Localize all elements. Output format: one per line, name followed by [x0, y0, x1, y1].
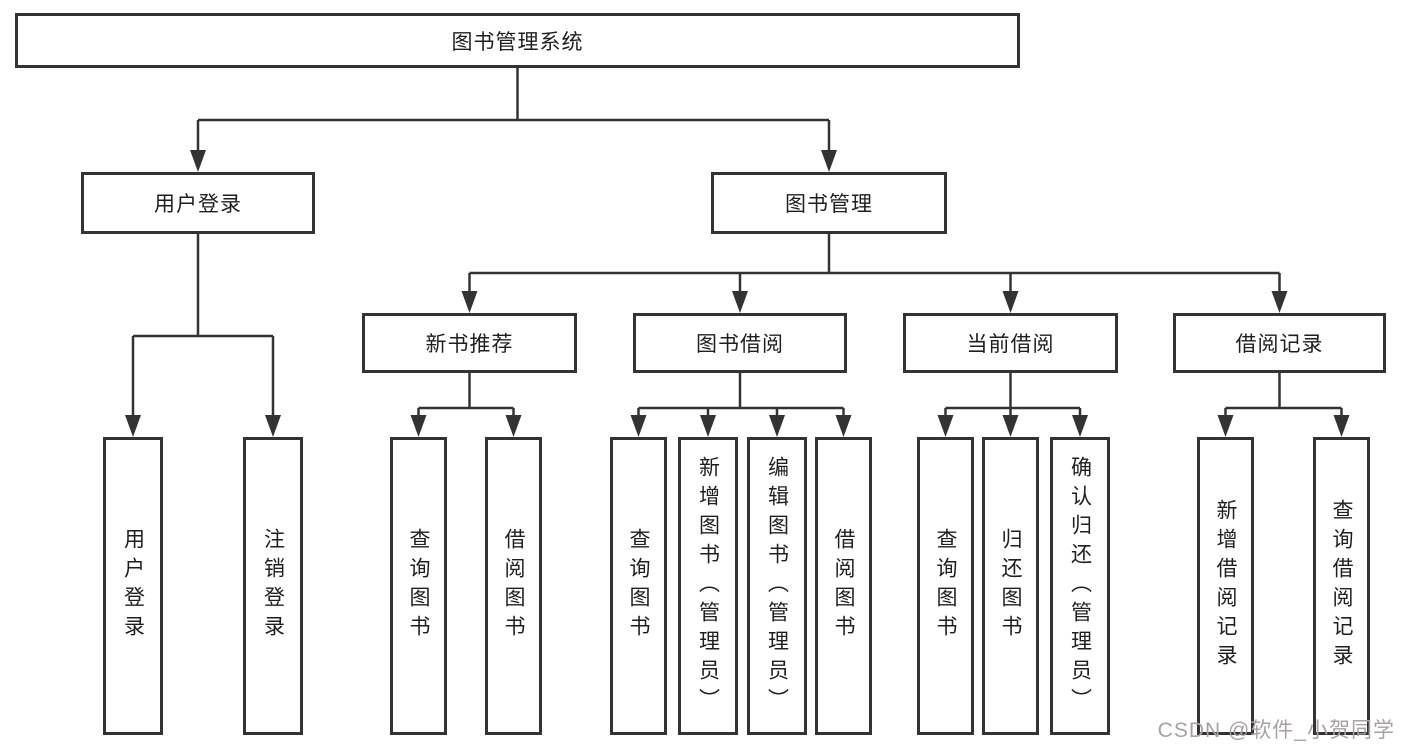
- leaf-recommend-query-book: 查询图书: [390, 437, 447, 735]
- node-user-login-label: 用户登录: [154, 193, 242, 216]
- connector-arrowheads: [125, 150, 1350, 437]
- leaf-return-book: 归还图书: [982, 437, 1039, 735]
- leaf-confirm-return-admin: 确认归还（管理员）: [1050, 437, 1110, 735]
- node-root: 图书管理系统: [15, 13, 1020, 68]
- leaf-current-query-book: 查询图书: [917, 437, 974, 735]
- node-borrow-records-label: 借阅记录: [1235, 333, 1324, 356]
- leaf-logout: 注销登录: [243, 437, 303, 735]
- leaf-user-login-label: 用户登录: [121, 528, 145, 644]
- node-current-borrow-label: 当前借阅: [966, 333, 1055, 356]
- leaf-add-borrow-record: 新增借阅记录: [1197, 437, 1254, 735]
- leaf-edit-book-admin: 编辑图书（管理员）: [747, 437, 807, 735]
- leaf-add-borrow-record-label: 新增借阅记录: [1214, 499, 1238, 673]
- leaf-add-book-admin-label: 新增图书（管理员）: [696, 455, 720, 717]
- node-user-login: 用户登录: [81, 172, 315, 234]
- leaf-add-book-admin: 新增图书（管理员）: [678, 437, 738, 735]
- leaf-borrow-book: 借阅图书: [815, 437, 872, 735]
- leaf-borrow-book-label: 借阅图书: [832, 528, 856, 644]
- leaf-return-book-label: 归还图书: [999, 528, 1023, 644]
- leaf-confirm-return-admin-label: 确认归还（管理员）: [1068, 455, 1092, 717]
- leaf-recommend-query-book-label: 查询图书: [407, 528, 431, 644]
- leaf-borrow-query-book: 查询图书: [610, 437, 667, 735]
- leaf-logout-label: 注销登录: [261, 528, 285, 644]
- leaf-recommend-borrow-book: 借阅图书: [485, 437, 542, 735]
- connector-lines: [131, 68, 1343, 421]
- leaf-recommend-borrow-book-label: 借阅图书: [502, 528, 526, 644]
- node-book-borrow: 图书借阅: [633, 313, 847, 373]
- node-new-book-recommend-label: 新书推荐: [425, 333, 514, 356]
- node-current-borrow: 当前借阅: [903, 313, 1118, 373]
- csdn-watermark: CSDN @软件_小贺同学: [1157, 719, 1395, 742]
- node-root-label: 图书管理系统: [451, 30, 584, 54]
- node-borrow-records: 借阅记录: [1173, 313, 1386, 373]
- node-book-borrow-label: 图书借阅: [696, 333, 784, 356]
- node-book-management-label: 图书管理: [785, 193, 873, 216]
- leaf-edit-book-admin-label: 编辑图书（管理员）: [765, 455, 789, 717]
- node-new-book-recommend: 新书推荐: [362, 313, 577, 373]
- leaf-borrow-query-book-label: 查询图书: [627, 528, 651, 644]
- leaf-current-query-book-label: 查询图书: [934, 528, 958, 644]
- leaf-query-borrow-record: 查询借阅记录: [1313, 437, 1370, 735]
- leaf-query-borrow-record-label: 查询借阅记录: [1330, 499, 1354, 673]
- node-book-management: 图书管理: [711, 172, 947, 234]
- leaf-user-login: 用户登录: [103, 437, 163, 735]
